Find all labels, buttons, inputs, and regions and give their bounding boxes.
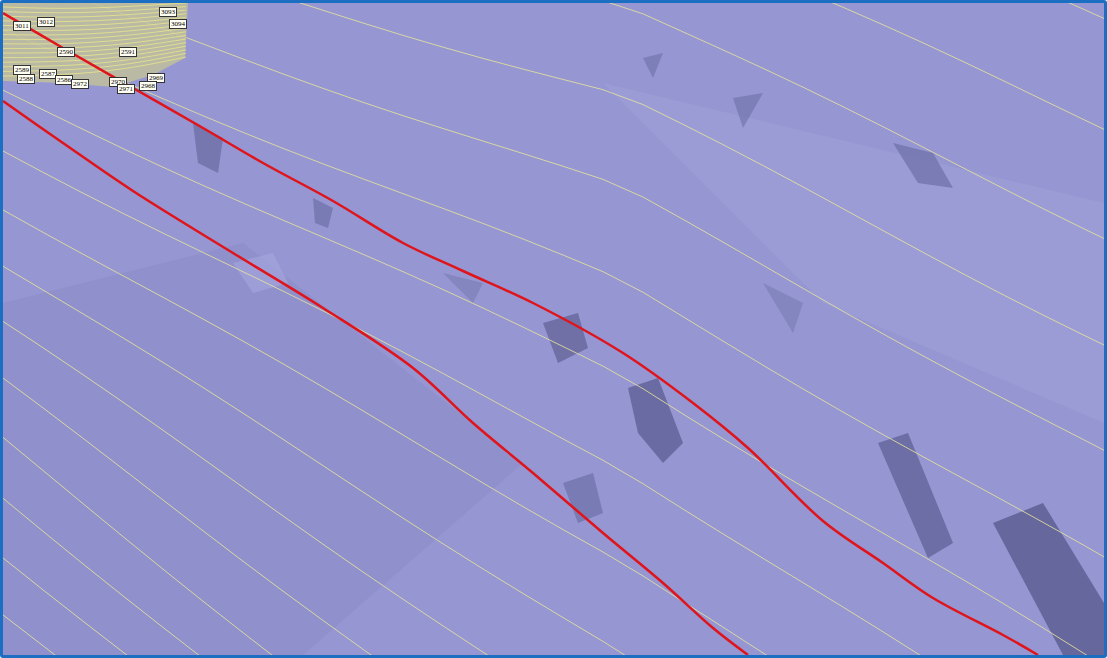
- contour-lines: [3, 3, 1104, 655]
- contour-line: [3, 437, 1104, 655]
- surface-facet: [763, 283, 803, 333]
- contour-line: [3, 3, 1104, 460]
- surface-facet: [643, 53, 663, 78]
- contour-line: [3, 30, 1104, 568]
- surface-facet: [893, 143, 953, 188]
- surface-facet: [3, 243, 523, 655]
- contour-line: [3, 3, 1104, 138]
- contour-line: [3, 615, 1104, 655]
- surface-facets: [3, 53, 1104, 655]
- contour-line: [3, 3, 1104, 354]
- point-number: 2968: [139, 81, 157, 91]
- contour-line: [3, 558, 1104, 655]
- contour-line: [3, 321, 1104, 655]
- terrain-surface: [3, 3, 1104, 655]
- patch-ground: [3, 3, 188, 87]
- patch-contour: [3, 43, 186, 58]
- patch-contour: [3, 46, 186, 62]
- point-number: 3011: [13, 21, 31, 31]
- point-number: 3093: [159, 7, 177, 17]
- surface-facet: [313, 198, 333, 228]
- surface-facet: [603, 83, 1104, 423]
- contour-line: [3, 90, 1104, 655]
- surface-facet: [878, 433, 953, 558]
- point-number: 2588: [17, 74, 35, 84]
- red-line: [3, 13, 1038, 655]
- point-number: 3012: [37, 17, 55, 27]
- point-number: 2972: [71, 79, 89, 89]
- contour-line: [3, 3, 1104, 248]
- patch-contour: [3, 35, 186, 48]
- point-number: 3094: [169, 19, 187, 29]
- patch-contour: [3, 21, 186, 30]
- red-line: [3, 101, 748, 655]
- contour-line: [3, 210, 1104, 655]
- surface-facet: [733, 93, 763, 128]
- road-lines: [3, 13, 1038, 655]
- point-number: 2971: [117, 84, 135, 94]
- patch-contour: [3, 32, 186, 44]
- contour-line: [3, 266, 1104, 655]
- contour-line: [3, 151, 1104, 655]
- contour-line: [3, 498, 1104, 655]
- survey-patch: [3, 3, 188, 87]
- contour-line: [3, 378, 1104, 655]
- point-number: 2591: [119, 47, 137, 57]
- point-number: 2590: [57, 47, 75, 57]
